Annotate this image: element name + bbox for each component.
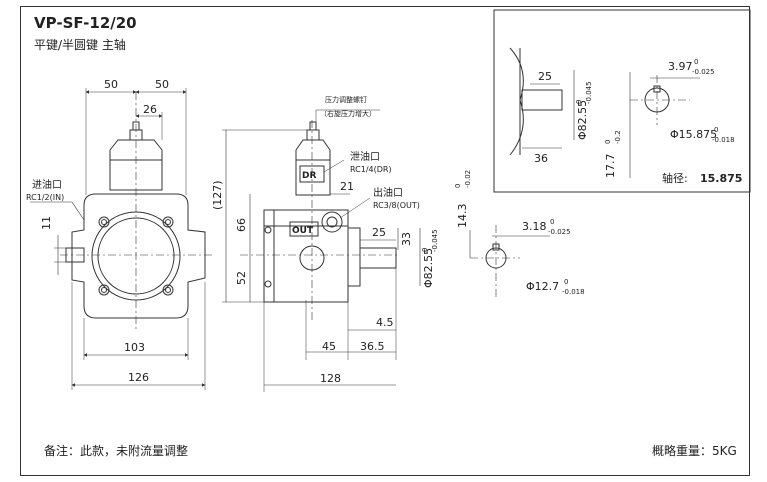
inset-dim-25: 25 (538, 70, 552, 83)
inset-dim-82: Φ82.55 (576, 100, 589, 140)
dim-14-3-tol-up: 0 (454, 184, 462, 188)
drawing-frame (20, 6, 750, 476)
side-view (222, 109, 421, 392)
inset-shaft-views (509, 47, 700, 178)
drain-spec: RC1/4(DR) (350, 165, 392, 174)
shaft-dia-value: 15.875 (700, 172, 742, 185)
dim-26: 26 (143, 103, 157, 116)
dim-36-5: 36.5 (360, 340, 385, 353)
dim-126: 126 (128, 371, 149, 384)
inlet-label: 进油口 (32, 178, 62, 191)
inset-dim-3-97-tol: -0.025 (692, 68, 715, 76)
inset-dim-3-97-tol-up: 0 (694, 58, 698, 66)
dim-14-3: 14.3 (456, 204, 469, 229)
dim-3-18-tol: -0.025 (548, 228, 571, 236)
shaft-dia-label: 轴径: (662, 171, 688, 185)
drain-label: 泄油口 (350, 150, 380, 163)
dimension-texts: 50 50 26 11 103 126 进油口 RC1/2(IN) 压力调整螺钉… (26, 58, 742, 385)
remark-note: 备注：此款，未附流量调整 (44, 444, 189, 458)
inset-dim-15-875: Φ15.875 (670, 128, 717, 141)
dim-33: 33 (400, 232, 413, 246)
front-view (30, 88, 215, 390)
outlet-label: 出油口 (373, 186, 403, 199)
keyed-shaft-inset (493, 9, 751, 193)
dim-12-7: Φ12.7 (526, 280, 559, 293)
shaft-end-view (469, 225, 550, 300)
dim-50a: 50 (104, 78, 118, 91)
dim-45: 45 (322, 340, 336, 353)
inset-dim-82-tol: -0.045 (585, 81, 593, 104)
dim-4-5: 4.5 (376, 316, 394, 329)
outlet-spec: RC3/8(OUT) (373, 201, 420, 210)
inset-dim-82-tol-up: 0 (575, 100, 583, 104)
dim-127: (127) (211, 180, 224, 210)
inset-dim-36: 36 (534, 152, 548, 165)
pressure-screw-hint: （右旋压力增大） (320, 109, 376, 118)
dim-128: 128 (320, 372, 341, 385)
dim-50b: 50 (155, 78, 169, 91)
dim-11: 11 (40, 216, 53, 230)
inset-dim-17-7-tol-up: 0 (604, 140, 612, 144)
dim-21: 21 (340, 180, 354, 193)
inset-dim-15-875-tol-up: 0 (714, 126, 718, 134)
dim-12-7-tol: -0.018 (562, 288, 585, 296)
dim-66: 66 (235, 218, 248, 232)
dim-14-3-tol: -0.02 (464, 170, 472, 188)
inset-dim-15-875-tol: -0.018 (712, 136, 735, 144)
dim-25: 25 (372, 226, 386, 239)
dim-82-tol-up: 0 (421, 248, 429, 252)
inset-dim-17-7-tol: -0.2 (614, 130, 622, 144)
out-marking: OUT (292, 226, 314, 236)
dim-82-main: Φ82.55 (422, 248, 435, 288)
dim-3-18-tol-up: 0 (550, 218, 554, 226)
drawing-subtitle: 平键/半圆键 主轴 (34, 38, 126, 52)
dim-3-18: 3.18 (522, 220, 547, 233)
inset-dim-17-7: 17.7 (604, 154, 617, 179)
dr-marking: DR (302, 171, 316, 181)
pressure-screw-label: 压力调整螺钉 (325, 95, 367, 104)
dim-103: 103 (124, 341, 145, 354)
dim-12-7-tol-up: 0 (564, 278, 568, 286)
drawing-title: VP-SF-12/20 (34, 14, 137, 32)
inset-dim-3-97: 3.97 (668, 60, 693, 73)
dim-82-tol: -0.045 (431, 229, 439, 252)
weight-note: 概略重量：5KG (652, 444, 737, 458)
dim-52: 52 (235, 271, 248, 285)
inlet-spec: RC1/2(IN) (26, 193, 64, 202)
